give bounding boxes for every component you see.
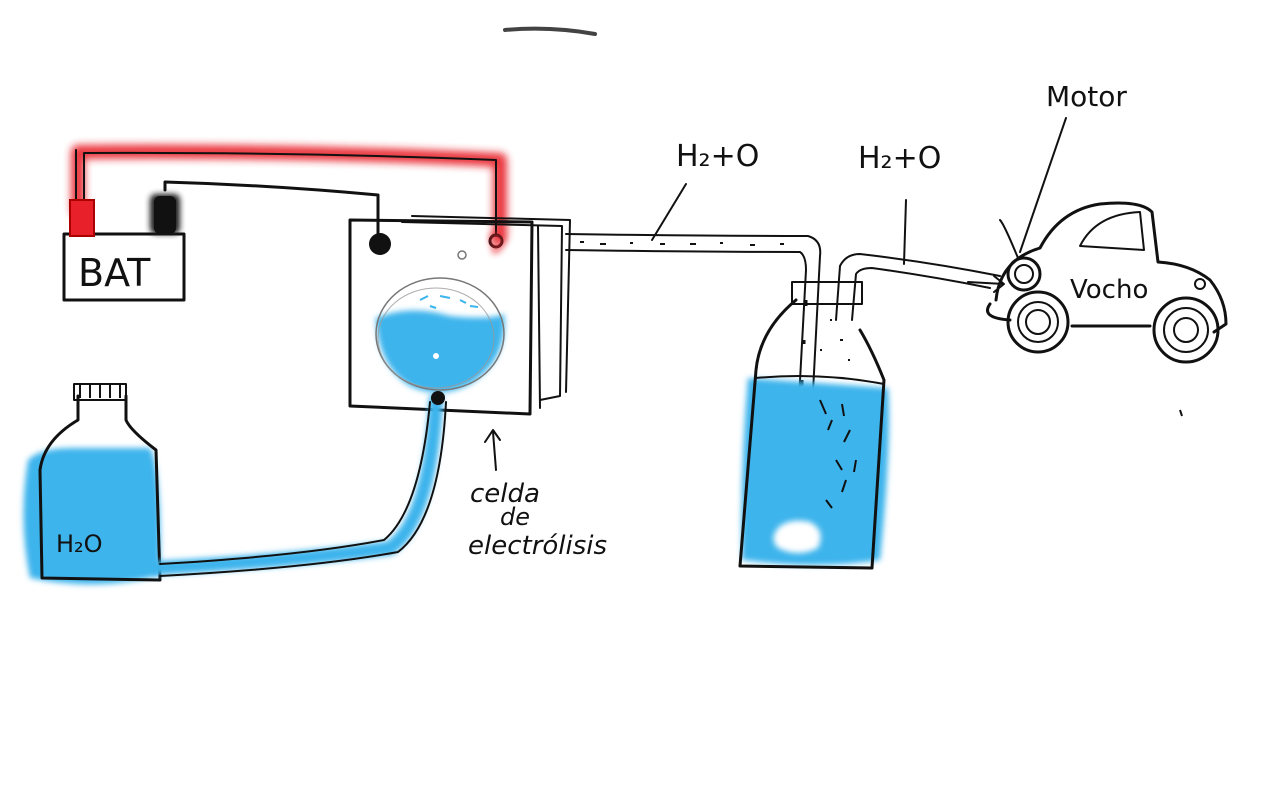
cell-window: [375, 277, 505, 391]
cell-label-line3: electrólisis: [468, 531, 607, 561]
positive-terminal: [69, 199, 95, 237]
gas-intake-label: H₂+O: [858, 141, 941, 176]
car: Vocho: [986, 201, 1228, 417]
bubbler: [738, 281, 889, 570]
gas-tube-label: H₂+O: [676, 139, 759, 174]
battery-label: BAT: [78, 251, 151, 295]
car-rear-wheel: [1152, 296, 1220, 364]
water-bottle-label: H₂O: [56, 530, 103, 558]
cell-label-line2: de: [500, 503, 530, 531]
gas-intake-label-group: H₂+O: [858, 141, 941, 265]
water-bottle: H₂O: [23, 383, 162, 585]
cell-label-line1: celda: [470, 479, 540, 509]
cell-negative-electrode: [369, 233, 391, 255]
car-label: Vocho: [1070, 275, 1148, 305]
bubbler-water: [741, 378, 889, 565]
gas-tube-label-group: H₂+O: [651, 139, 759, 241]
car-window: [1079, 211, 1145, 251]
stray-mark: [503, 26, 597, 36]
motor: [999, 219, 1042, 292]
negative-terminal: [150, 194, 180, 234]
motor-label: Motor: [1046, 80, 1127, 113]
negative-wire: [163, 180, 380, 238]
water-tube: [151, 391, 447, 577]
cell-annotation: celda de electrólisis: [468, 429, 607, 561]
battery: BAT: [62, 194, 186, 302]
cell-water: [376, 310, 505, 393]
motor-label-group: Motor: [1019, 80, 1127, 253]
electrolysis-cell: [348, 215, 571, 416]
car-front-wheel: [1006, 290, 1070, 354]
